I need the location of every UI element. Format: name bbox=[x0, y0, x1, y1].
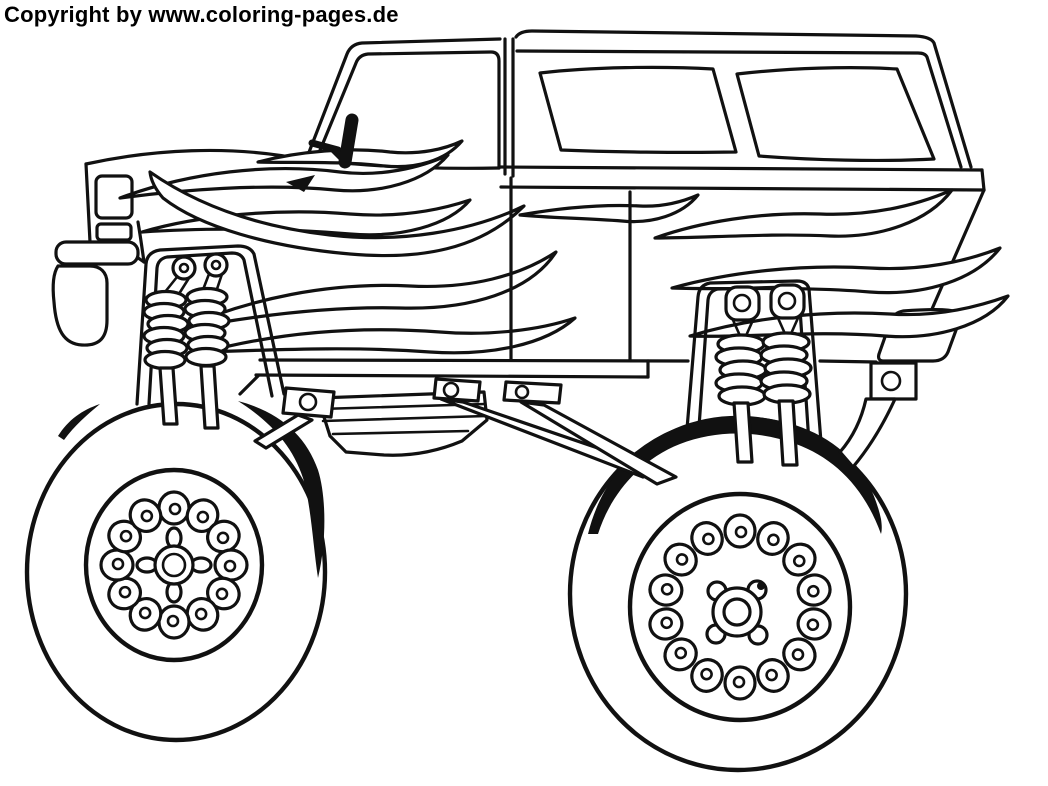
rear-window-left bbox=[538, 65, 738, 154]
suspension-link bbox=[519, 400, 678, 486]
rear-hub bbox=[705, 579, 769, 646]
shock-shaft bbox=[158, 366, 179, 426]
windshield-frame bbox=[314, 50, 501, 170]
front-bumper bbox=[51, 240, 140, 347]
rear-wheel bbox=[627, 491, 853, 723]
flame-decals bbox=[118, 139, 1010, 355]
front-suspension bbox=[142, 252, 231, 430]
rear-suspension bbox=[714, 283, 813, 467]
suspension-link bbox=[253, 413, 314, 450]
underbody bbox=[253, 361, 918, 486]
side-mirror bbox=[308, 113, 359, 169]
rear-window-right bbox=[735, 66, 936, 163]
link-bracket bbox=[502, 380, 563, 405]
rear-body bbox=[499, 29, 986, 311]
shock-shaft bbox=[732, 401, 754, 464]
front-wheel bbox=[83, 467, 265, 663]
coil-spring bbox=[759, 331, 813, 405]
tire-shading bbox=[58, 401, 882, 578]
front-wheel-arch bbox=[135, 244, 286, 406]
shock-shaft bbox=[777, 399, 799, 467]
shock-shaft bbox=[199, 364, 220, 430]
panel-seams bbox=[509, 176, 632, 362]
copyright-text: Copyright by www.coloring-pages.de bbox=[4, 2, 399, 27]
grille bbox=[95, 222, 133, 242]
rocker-panel bbox=[238, 358, 878, 396]
exhaust-pipe bbox=[838, 397, 897, 469]
front-hub bbox=[135, 526, 213, 604]
coil-spring bbox=[714, 333, 768, 407]
coil-spring bbox=[183, 286, 231, 368]
coil-spring bbox=[142, 289, 190, 371]
